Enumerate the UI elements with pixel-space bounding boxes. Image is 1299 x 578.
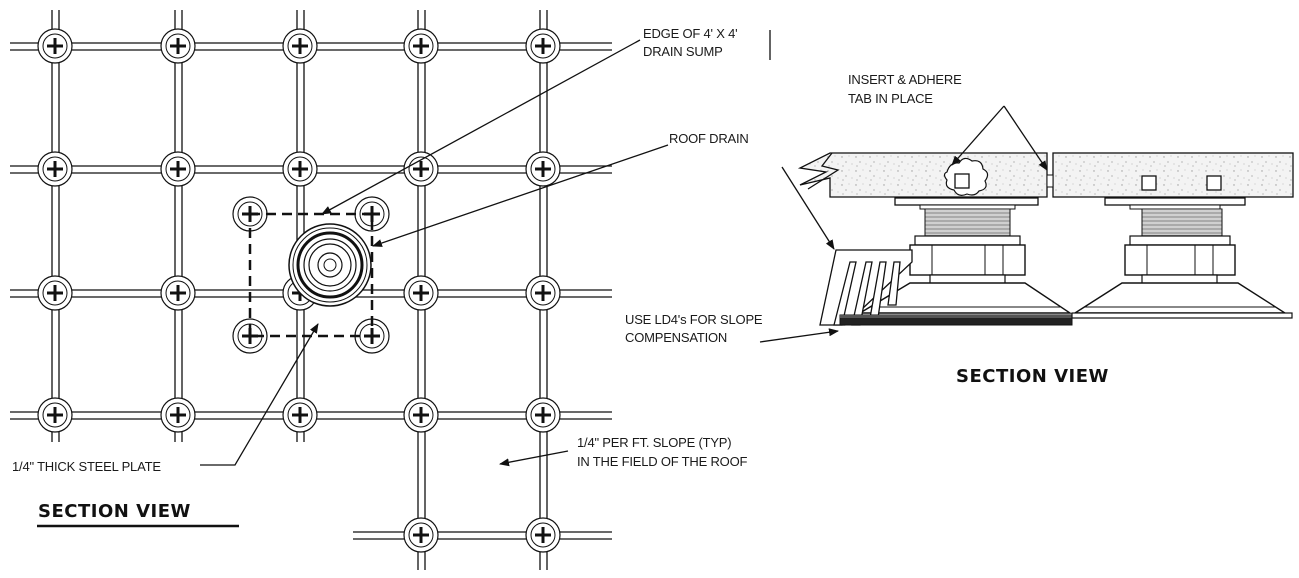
pedestal-icon [159, 396, 197, 434]
pedestal-icon [524, 396, 562, 434]
pedestal-icon [36, 274, 74, 312]
pedestal-icon [281, 150, 319, 188]
pedestal-icon [524, 516, 562, 554]
pedestal-icon [159, 274, 197, 312]
pedestal-icon [524, 27, 562, 65]
plan-leaders [200, 30, 771, 467]
pedestal-icon [402, 150, 440, 188]
pedestal-icon [36, 396, 74, 434]
pedestal-icon [402, 396, 440, 434]
insert-tab-label-line1: INSERT & ADHERE [848, 72, 962, 87]
arrow-icon [499, 450, 569, 467]
ld4-shim [840, 315, 1072, 318]
base-plate [1071, 312, 1293, 319]
steel-plate-label: 1/4" THICK STEEL PLATE [12, 459, 161, 474]
pedestal-icon [159, 150, 197, 188]
pedestal-icon [36, 150, 74, 188]
pedestal-icon [159, 27, 197, 65]
section-view-title: SECTION VIEW [956, 366, 1109, 387]
pedestal-icon [402, 27, 440, 65]
section-pedestal-1 [857, 197, 1073, 314]
pedestal-icon [402, 516, 440, 554]
section-view: INSERT & ADHERE TAB IN PLACE USE LD4's F… [625, 72, 1294, 387]
pedestal-icon [402, 274, 440, 312]
plan-section-title: SECTION VIEW [38, 501, 191, 522]
adhesive-tab-icon [954, 173, 970, 189]
roof-drain-icon [288, 223, 372, 307]
arrow-icon [1003, 105, 1048, 171]
paver-joint [1046, 174, 1054, 188]
arrow-icon [372, 144, 669, 247]
pedestal-icon [36, 27, 74, 65]
arrow-icon [759, 328, 839, 343]
tab-slot [1141, 175, 1157, 191]
paver-icon [797, 152, 1048, 198]
plan-view: EDGE OF 4' X 4' DRAIN SUMP ROOF DRAIN 1/… [10, 10, 771, 570]
drain-slats [819, 249, 913, 326]
arrow-icon [781, 166, 835, 250]
section-leaders [759, 105, 1048, 343]
tab-slot [1206, 175, 1222, 191]
insert-tab-label-line2: TAB IN PLACE [848, 91, 933, 106]
ld4-label-line1: USE LD4's FOR SLOPE [625, 312, 763, 327]
paver-icon [1052, 152, 1294, 198]
break-mark [807, 152, 840, 190]
roof-drain-label: ROOF DRAIN [669, 131, 749, 146]
pedestal-icon [281, 396, 319, 434]
pedestal-icon [524, 274, 562, 312]
arrow-icon [951, 105, 1005, 166]
pedestal-icon [281, 27, 319, 65]
arrow-icon [200, 323, 319, 466]
slope-label-line1: 1/4" PER FT. SLOPE (TYP) [577, 435, 731, 450]
pedestal-icon [524, 150, 562, 188]
ld4-label-line2: COMPENSATION [625, 330, 727, 345]
edge-sump-label-line2: DRAIN SUMP [643, 44, 723, 59]
section-pedestal-2 [1072, 197, 1288, 314]
arrow-icon [321, 39, 641, 215]
edge-sump-label-line1: EDGE OF 4' X 4' [643, 26, 737, 41]
slope-label-line2: IN THE FIELD OF THE ROOF [577, 454, 747, 469]
